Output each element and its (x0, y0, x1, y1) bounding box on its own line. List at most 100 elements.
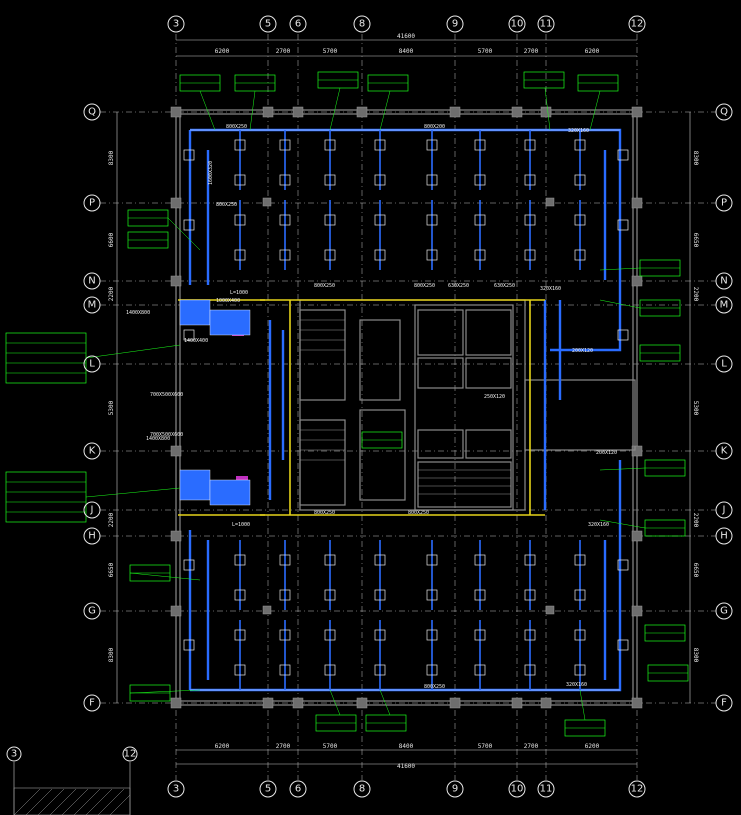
dim-right-1: 8300 (692, 151, 699, 166)
axis-bubble: 12 (628, 15, 646, 33)
axis-bubble: L (83, 355, 101, 373)
svg-text:11: 11 (540, 19, 553, 30)
svg-text:H: H (720, 531, 728, 542)
duct-label: 800X250 (314, 510, 335, 516)
svg-text:10: 10 (511, 784, 524, 795)
diffuser (324, 174, 336, 186)
diffuser (617, 559, 629, 571)
duct-label: 800X250 (216, 202, 237, 208)
diffuser (524, 554, 536, 566)
svg-text:12: 12 (631, 784, 644, 795)
leader-line (544, 87, 551, 131)
dim-bottom-4: 8400 (399, 743, 414, 750)
grid-lines (100, 34, 716, 780)
diffuser (324, 214, 336, 226)
svg-text:J: J (722, 505, 726, 516)
axis-bubble: N (715, 272, 733, 290)
svg-text:Q: Q (88, 107, 96, 118)
right-dimension-strings: 8300 6650 2200 5300 2200 6650 8300 (689, 112, 699, 703)
note-label: 700X500X600 (150, 392, 183, 398)
axis-bubble: K (715, 442, 733, 460)
supply-ducts (188, 128, 622, 692)
diffuser (524, 139, 536, 151)
dim-top-7: 6200 (585, 48, 600, 55)
svg-text:3: 3 (173, 19, 179, 30)
dim-right-4: 5300 (692, 401, 699, 416)
dim-left-7: 8300 (108, 647, 115, 662)
dim-left-3: 2200 (108, 286, 115, 301)
svg-text:J: J (90, 505, 94, 516)
axis-bubble: 11 (537, 15, 555, 33)
axis-bubble: M (83, 296, 101, 314)
svg-text:8: 8 (359, 784, 365, 795)
diffuser (234, 589, 246, 601)
leader-line (599, 267, 641, 271)
svg-text:G: G (88, 606, 96, 617)
svg-text:F: F (721, 698, 727, 709)
diffuser (617, 639, 629, 651)
dim-bottom-1: 6200 (215, 743, 230, 750)
leader-line (379, 689, 391, 716)
svg-text:H: H (88, 531, 96, 542)
duct-label: 320X160 (566, 682, 587, 688)
duct-label: 250X120 (484, 394, 505, 400)
axis-bubble: N (83, 272, 101, 290)
diffuser (374, 174, 386, 186)
axis-bubble: G (715, 602, 733, 620)
duct-label: 200X120 (596, 450, 617, 456)
diffuser (574, 589, 586, 601)
leader-line (599, 299, 641, 309)
diffuser (474, 629, 486, 641)
diffuser (324, 629, 336, 641)
duct-label: 800X250 (424, 684, 445, 690)
leader-line (589, 90, 601, 131)
duct-size-labels: 800X250 800X200 320X160 800X250 1600X320… (126, 124, 617, 690)
dim-right-7: 8300 (692, 648, 699, 663)
duct-label: 630X250 (494, 283, 515, 289)
note-label: 1400X800 (146, 436, 170, 442)
dim-right-3: 2200 (692, 287, 699, 302)
dim-bottom-5: 5700 (478, 743, 493, 750)
diffuser (324, 554, 336, 566)
axis-bubble: L (715, 355, 733, 373)
diffuser (183, 639, 195, 651)
diffuser (524, 249, 536, 261)
dim-bottom-6: 2700 (524, 743, 539, 750)
diffuser (324, 249, 336, 261)
duct-label: 1600X320 (208, 161, 214, 185)
diffuser (234, 174, 246, 186)
leader-line (129, 689, 201, 694)
diffuser (574, 554, 586, 566)
diffuser (279, 629, 291, 641)
axis-bubble: 10 (508, 15, 526, 33)
diffuser (617, 329, 629, 341)
svg-text:M: M (720, 300, 729, 311)
svg-text:M: M (88, 300, 97, 311)
diffuser (279, 664, 291, 676)
axis-bubble: 9 (446, 780, 464, 798)
dim-right-6: 6650 (692, 563, 699, 578)
svg-text:K: K (89, 446, 96, 457)
dim-left-6: 6650 (108, 562, 115, 577)
axis-bubble: F (715, 694, 733, 712)
axis-bubble: P (83, 194, 101, 212)
top-dimension-strings: 41600 6200 2700 5700 8400 5700 2700 6200 (176, 33, 637, 57)
overall-width-top: 41600 (397, 33, 415, 40)
leader-line (599, 467, 646, 471)
dim-top-4: 8400 (399, 48, 414, 55)
diffuser (374, 664, 386, 676)
axis-bubbles-right: Q P N M L K J H G F (715, 103, 733, 712)
leader-line (379, 90, 391, 131)
axis-bubble: 8 (353, 780, 371, 798)
axis-bubble: H (715, 527, 733, 545)
svg-text:F: F (89, 698, 95, 709)
axis-bubble: Q (83, 103, 101, 121)
diffuser (524, 664, 536, 676)
duct-label: 200X120 (572, 348, 593, 354)
diffuser (324, 139, 336, 151)
dim-top-5: 5700 (478, 48, 493, 55)
axis-bubble: 6 (289, 780, 307, 798)
diffuser (234, 554, 246, 566)
axis-bubble: P (715, 194, 733, 212)
building-core (299, 304, 636, 511)
